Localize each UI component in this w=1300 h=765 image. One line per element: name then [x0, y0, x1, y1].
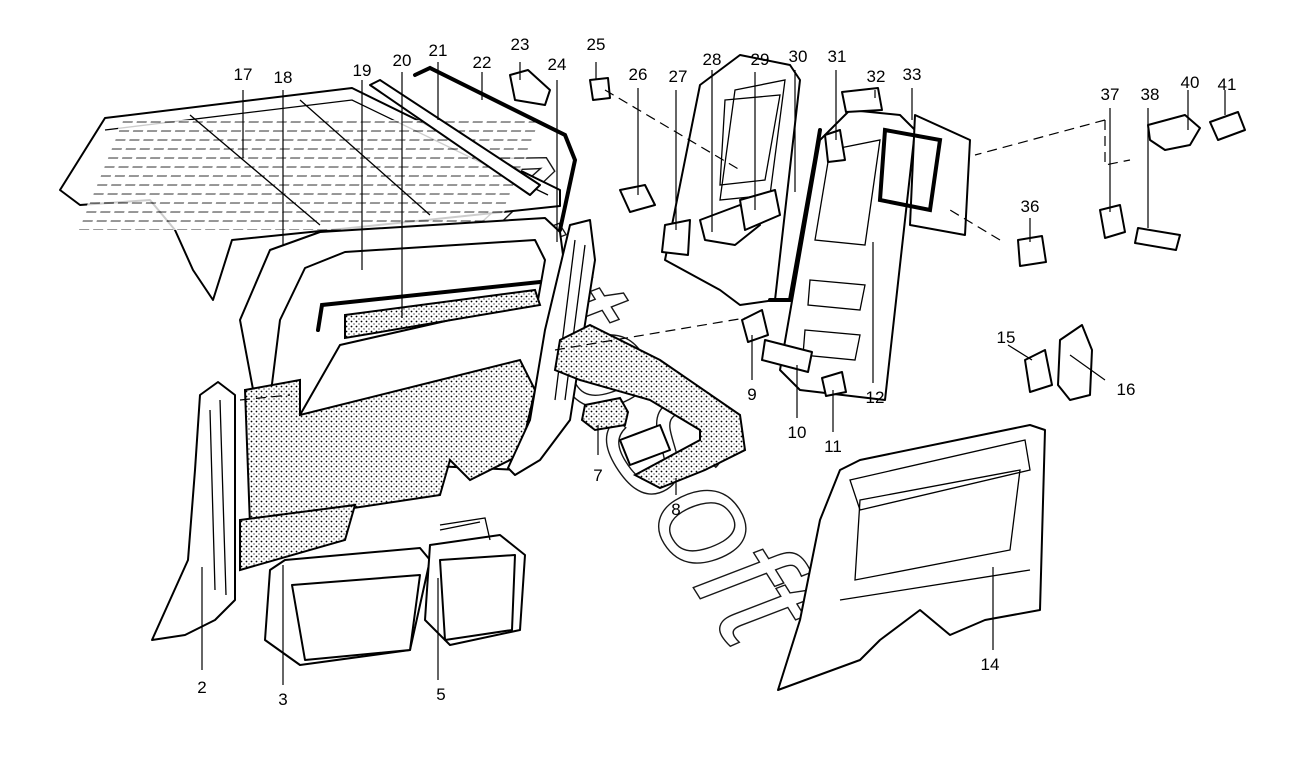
callout-7: 7: [593, 466, 602, 485]
callout-18: 18: [274, 68, 293, 87]
hinge-26: [619, 184, 656, 213]
assembly-lines: [239, 89, 1131, 401]
callout-8: 8: [671, 500, 680, 519]
callout-31: 31: [828, 47, 847, 66]
callout-23: 23: [511, 35, 530, 54]
callout-14: 14: [981, 655, 1000, 674]
lower-panel: [239, 503, 357, 572]
hinge-15: [1024, 349, 1053, 393]
side-glass-panels: [264, 517, 526, 666]
roof-seals: [369, 65, 578, 232]
pillar-trim: [151, 381, 236, 641]
callout-37: 37: [1101, 85, 1120, 104]
plug-41: [1209, 111, 1246, 141]
callout-20: 20: [393, 51, 412, 70]
callout-11: 11: [824, 437, 842, 456]
callout-15: 15: [997, 328, 1016, 347]
clip-11: [821, 371, 847, 397]
callout-3: 3: [278, 690, 287, 709]
bracket-36: [1017, 235, 1047, 267]
callout-38: 38: [1141, 85, 1160, 104]
small-parts: [509, 69, 1246, 401]
latch-9: [741, 309, 769, 343]
rear-crossmember: [553, 323, 747, 490]
clip-25: [589, 77, 611, 101]
hinge-29: [739, 189, 781, 231]
bracket-37: [1099, 204, 1126, 239]
rear-door-inner: [664, 54, 801, 306]
rear-body-frame: [239, 217, 566, 527]
callout-28: 28: [703, 50, 722, 69]
strip-10: [761, 339, 813, 373]
callout-26: 26: [629, 65, 648, 84]
callout-17: 17: [234, 65, 253, 84]
roof-panel: [59, 87, 561, 301]
callout-labels: 2 3 5 7 8 9 10 11 12 14 15 16 17 18 19 2…: [197, 35, 1236, 709]
latch-27: [661, 219, 691, 256]
lamp-40: [1147, 114, 1201, 151]
rear-window-glass: [877, 114, 971, 236]
door-seal: [768, 128, 822, 302]
callout-16: 16: [1117, 380, 1136, 399]
callout-25: 25: [587, 35, 606, 54]
bracket-32: [841, 87, 883, 113]
callout-5: 5: [436, 685, 445, 704]
callout-36: 36: [1021, 197, 1040, 216]
callout-19: 19: [353, 61, 372, 80]
callout-40: 40: [1181, 73, 1200, 92]
rear-pillar-reinforcement: [507, 219, 596, 476]
trim-16: [1057, 324, 1093, 401]
callout-33: 33: [903, 65, 922, 84]
callout-32: 32: [867, 67, 886, 86]
callout-22: 22: [473, 53, 492, 72]
callout-21: 21: [429, 41, 448, 60]
strip-38: [1134, 227, 1181, 251]
callout-29: 29: [751, 50, 770, 69]
callout-41: 41: [1218, 75, 1237, 94]
callout-27: 27: [669, 67, 688, 86]
callout-10: 10: [788, 423, 807, 442]
callout-2: 2: [197, 678, 206, 697]
callout-24: 24: [548, 55, 567, 74]
side-quarter-panel: [777, 424, 1046, 691]
clip-23: [509, 69, 551, 106]
callout-12: 12: [866, 388, 885, 407]
callout-30: 30: [789, 47, 808, 66]
bracket-7: [580, 396, 630, 432]
clip-31: [824, 129, 846, 163]
leader-lines: [201, 62, 1226, 685]
callout-9: 9: [747, 385, 756, 404]
